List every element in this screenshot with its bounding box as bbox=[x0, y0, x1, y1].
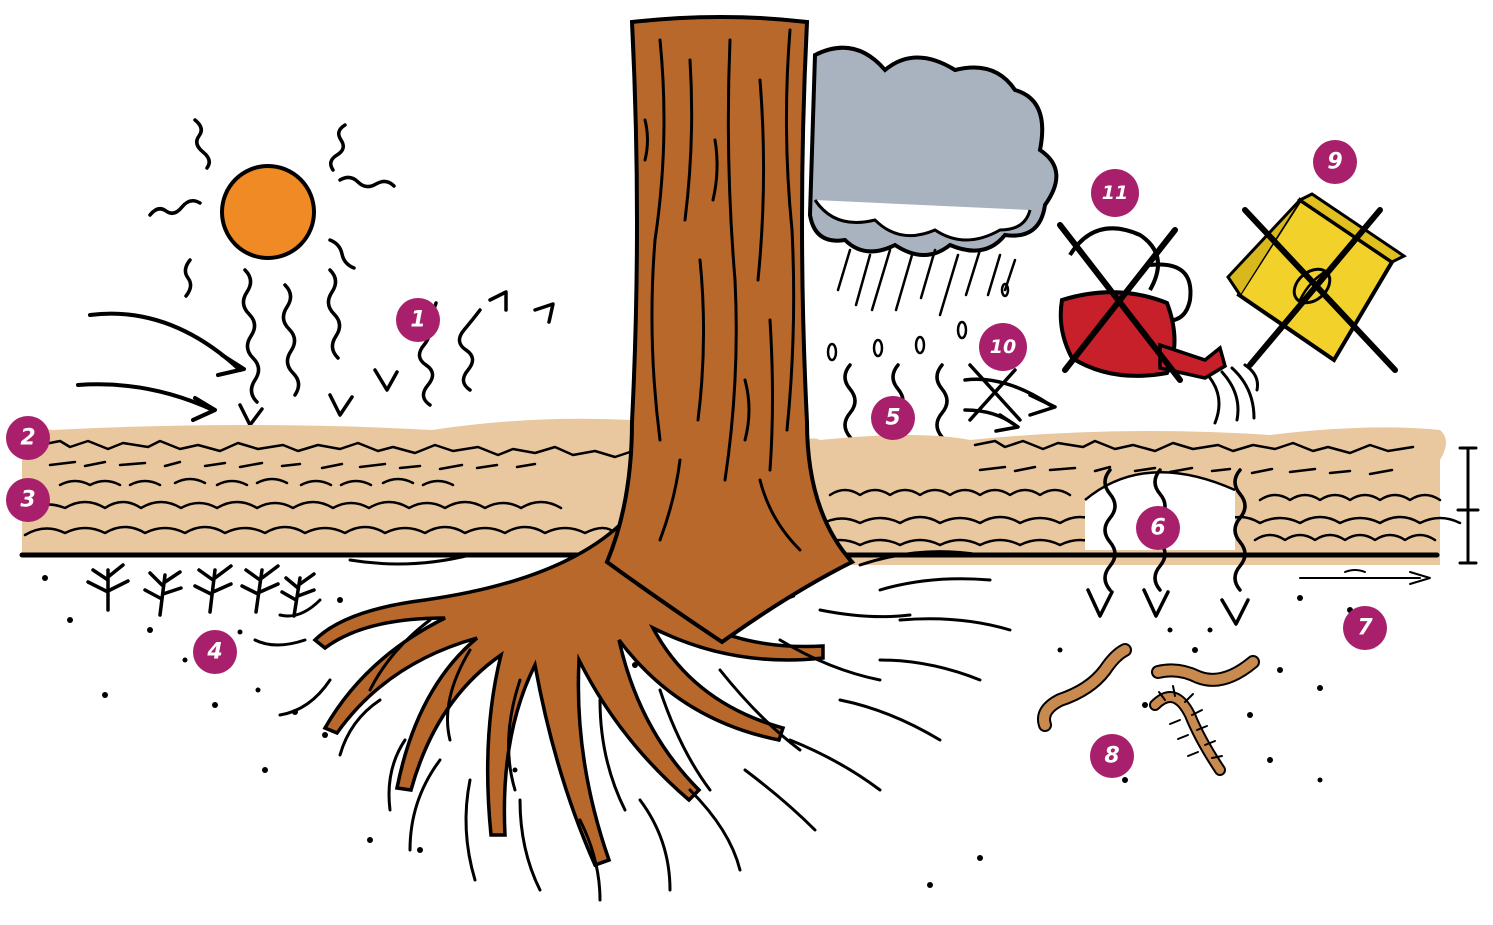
rain-cloud-icon bbox=[807, 45, 1059, 362]
badge-8: 8 bbox=[1090, 734, 1134, 778]
earthworm-icon bbox=[1037, 643, 1260, 732]
badge-label: 10 bbox=[990, 336, 1016, 358]
badge-label: 7 bbox=[1357, 616, 1373, 641]
badge-label: 4 bbox=[206, 640, 222, 665]
badge-label: 8 bbox=[1104, 744, 1119, 769]
sunlight-rays bbox=[238, 268, 555, 427]
wind-arrows bbox=[76, 311, 246, 422]
badge-2: 2 bbox=[6, 416, 50, 460]
millipede-icon bbox=[1149, 685, 1226, 776]
badge-10: 10 bbox=[979, 323, 1027, 371]
badge-label: 11 bbox=[1102, 182, 1128, 204]
mulch-depth-bracket bbox=[1456, 446, 1480, 565]
badge-5: 5 bbox=[871, 396, 915, 440]
crossed-wind-arrows bbox=[963, 363, 1057, 433]
tree-trunk-icon bbox=[604, 15, 856, 645]
suppressed-weeds bbox=[86, 563, 316, 618]
mulch-layer bbox=[19, 418, 1462, 565]
badge-label: 9 bbox=[1327, 150, 1342, 175]
sun-icon bbox=[148, 118, 396, 298]
badge-1: 1 bbox=[396, 298, 440, 342]
badge-label: 1 bbox=[410, 308, 425, 333]
crossed-watering-can-icon bbox=[1057, 222, 1259, 425]
badge-label: 3 bbox=[20, 488, 35, 513]
soil-temperature-lines bbox=[1299, 569, 1431, 585]
crossed-fertilizer-bag-icon bbox=[1226, 192, 1407, 373]
badge-label: 2 bbox=[20, 426, 35, 451]
badge-9: 9 bbox=[1313, 140, 1357, 184]
badge-label: 5 bbox=[885, 406, 900, 431]
badge-7: 7 bbox=[1343, 606, 1387, 650]
badge-6: 6 bbox=[1136, 506, 1180, 550]
badge-4: 4 bbox=[193, 630, 237, 674]
badge-3: 3 bbox=[6, 478, 50, 522]
badge-label: 6 bbox=[1150, 516, 1165, 541]
badge-11: 11 bbox=[1091, 169, 1139, 217]
